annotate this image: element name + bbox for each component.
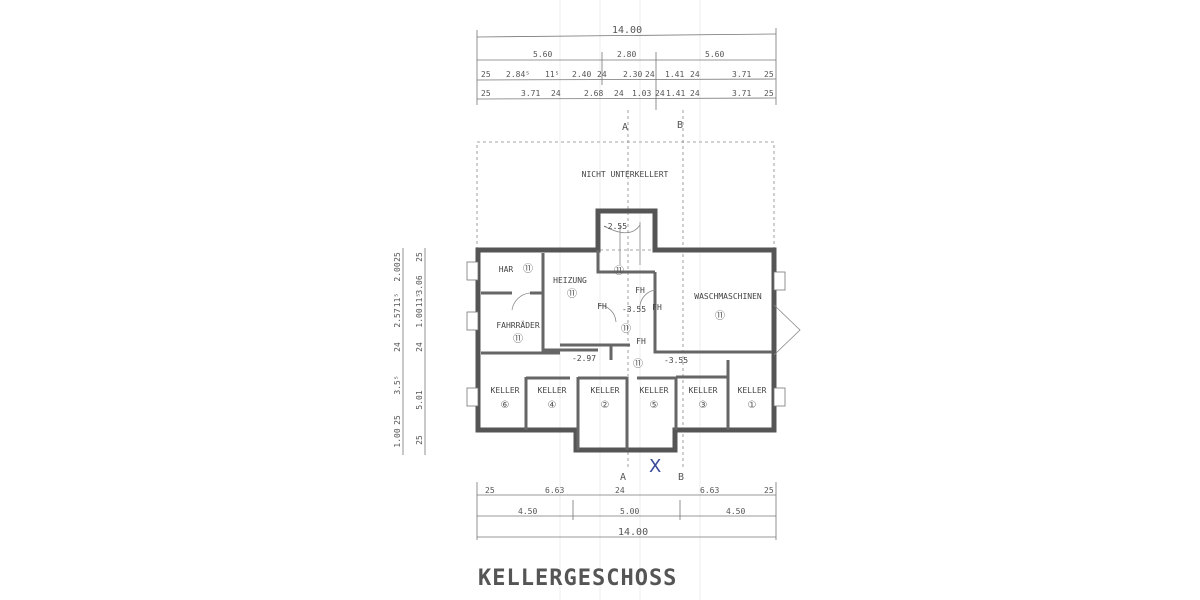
dim-bottom-row1: 25 [485,486,495,495]
dim-bottom-overall: 14.00 [618,527,648,538]
dim-top-row4: 3.71 [732,89,751,98]
dim-top-row3: 24 [597,70,607,79]
dim-top-row2: 2.80 [617,50,636,59]
dim-top-row3: 3.71 [732,70,751,79]
walls [475,208,801,453]
bottom-dimensions: 25 6.63 24 6.63 25 4.50 5.00 4.50 14.00 [476,482,777,540]
room-number: ⑪ [523,263,533,275]
dim-top-row4: 24 [551,89,561,98]
dim-bottom-row1: 25 [764,486,774,495]
dim-top-row2: 5.60 [533,50,552,59]
dim-top-row3: 11⁵ [545,70,559,79]
dim-top-row3: 2.30 [623,70,642,79]
room-number: ① [748,400,757,411]
room-waschmaschinen: WASCHMASCHINEN [694,292,762,301]
dim-left-outer: 1.00 [393,428,402,447]
dim-top-row4: 24 [655,89,665,98]
dim-left-inner: 3.06 [415,275,424,294]
fire-door-label: FH [636,337,646,346]
room-fahrraeder: FAHRRÄDER [496,320,540,330]
dim-top-row3: 25 [764,70,774,79]
fire-door-label: FH [652,303,662,312]
windows [466,261,786,407]
dim-top-row2: 5.60 [705,50,724,59]
dim-top-overall: 14.00 [612,25,642,36]
section-b-top: B [677,120,683,131]
room-keller: KELLER [640,386,669,395]
dim-left-outer: 2.57 [393,308,402,327]
room-har: HAR [499,265,514,274]
room-heizung: HEIZUNG [553,276,587,285]
dim-top-row4: 25 [764,89,774,98]
dim-bottom-row1: 6.63 [545,486,564,495]
stair-number: ⑪ [614,265,624,277]
dim-left-outer: 3.5⁵ [393,375,402,394]
room-number: ⑪ [513,333,523,345]
room-keller: KELLER [591,386,620,395]
room-number: ⑪ [715,310,725,322]
room-number: ② [601,400,610,411]
dim-top-row3: 2.84⁵ [506,70,530,79]
dim-top-row4: 1.41 [666,89,685,98]
dim-left-inner: 1.00 [415,308,424,327]
dim-top-row4: 3.71 [521,89,540,98]
level-mark: -2.55 [603,222,627,231]
dim-top-row4: 1.03 [632,89,651,98]
dim-bottom-row2: 4.50 [726,507,745,516]
dim-left-outer: 25 [393,252,402,262]
fire-door-label: FH [597,302,607,311]
unexcavated-label: NICHT UNTERKELLERT [582,170,669,179]
hall-number: ⑪ [621,323,631,335]
drawing-title: KELLERGESCHOSS [478,566,677,591]
room-keller: KELLER [738,386,767,395]
dim-top-row4: 25 [481,89,491,98]
dim-left-outer: 11⁵ [393,293,402,307]
dim-top-row3: 25 [481,70,491,79]
dim-top-row4: 2.68 [584,89,603,98]
room-labels: HAR ⑪ HEIZUNG ⑪ FAHRRÄDER ⑪ WASCHMASCHIN… [491,222,767,411]
unexcavated-area [476,141,775,251]
scan-lines [559,0,701,600]
section-b-bottom: B [678,472,684,483]
dim-bottom-row1: 6.63 [700,486,719,495]
dim-bottom-row2: 4.50 [518,507,537,516]
dim-left-inner: 25 [415,435,424,445]
level-mark: -3.55 [622,305,646,314]
fire-door-label: FH [635,286,645,295]
room-keller: KELLER [538,386,567,395]
dim-left-inner: 24 [415,342,424,352]
dim-top-row3: 2.40 [572,70,591,79]
room-number: ⑪ [567,288,577,300]
dim-top-row3: 1.41 [665,70,684,79]
dim-left-outer: 24 [393,342,402,352]
dim-left-inner: 11⁵ [415,293,424,307]
cross-mark: X [649,456,661,477]
dim-top-row4: 24 [614,89,624,98]
hall-number: ⑪ [633,358,643,370]
section-a-top: A [622,122,628,133]
room-number: ⑤ [650,400,659,411]
dim-top-row4: 24 [690,89,700,98]
section-a-bottom: A [620,472,626,483]
dim-bottom-row2: 5.00 [620,507,639,516]
level-mark: -2.97 [572,354,596,363]
dim-left-outer: 2.00 [393,262,402,281]
level-mark: -3.55 [664,356,688,365]
dim-left-inner: 5.01 [415,390,424,409]
room-keller: KELLER [689,386,718,395]
dim-top-row3: 24 [645,70,655,79]
room-number: ③ [699,400,708,411]
left-dimensions: 252.0011⁵2.57243.5⁵251.00253.0611⁵1.0024… [393,248,426,455]
room-number: ④ [548,400,557,411]
dim-top-row3: 24 [690,70,700,79]
dim-left-inner: 25 [415,252,424,262]
room-number: ⑥ [501,400,510,411]
section-marks: A B A B X [620,110,684,483]
dim-bottom-row1: 24 [615,486,625,495]
room-keller: KELLER [491,386,520,395]
dim-left-outer: 25 [393,415,402,425]
